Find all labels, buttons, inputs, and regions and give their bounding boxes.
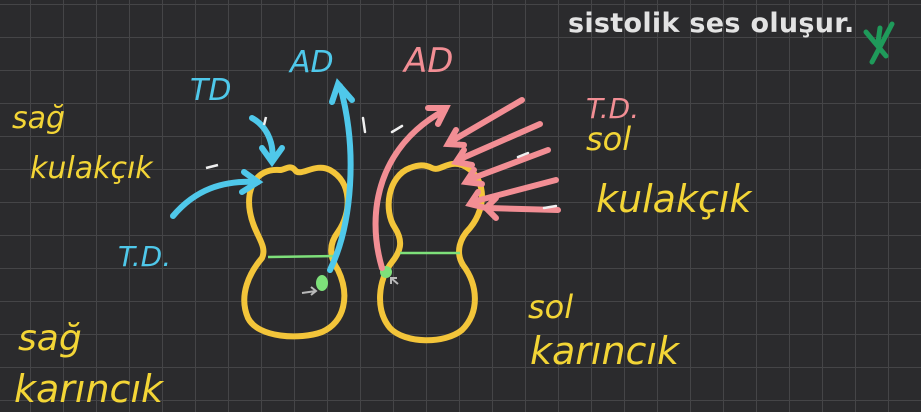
td-label-bottom: T.D. bbox=[118, 240, 171, 273]
right-ventricle-label: karıncık bbox=[14, 367, 165, 411]
td-label-left: T.D. bbox=[586, 92, 639, 125]
pulmonary-vein-arrow-2 bbox=[455, 121, 543, 163]
valve-pointer-right bbox=[301, 286, 318, 296]
right-ventricle-label: sağ bbox=[18, 318, 82, 359]
left-tick-marks bbox=[361, 116, 558, 210]
right-atrium-label: sağ bbox=[12, 101, 65, 136]
aortic-outflow-arrow bbox=[372, 107, 448, 271]
pulmonary-vein-arrow-3 bbox=[465, 147, 551, 183]
pulmonary-vein-arrow-4 bbox=[469, 177, 559, 205]
left-atrium-label: sol bbox=[586, 120, 631, 158]
systolic-sound-note: sistolik ses oluşur. bbox=[568, 8, 855, 39]
pulmonary-valve bbox=[316, 275, 328, 291]
right-av-valve bbox=[267, 254, 339, 259]
td-label-top: TD bbox=[190, 73, 231, 108]
left-atrium-label: kulakçık bbox=[596, 177, 753, 221]
left-heart-outline bbox=[377, 160, 485, 344]
left-ventricle-label: sol bbox=[528, 288, 573, 326]
ad-label-left: AD bbox=[402, 41, 453, 81]
strike-mark bbox=[863, 21, 895, 65]
inflow-arrow-lower bbox=[170, 178, 261, 219]
right-atrium-outline bbox=[241, 164, 351, 340]
right-tick-marks bbox=[205, 116, 268, 170]
right-atrium-label: kulakçık bbox=[30, 151, 154, 186]
ad-label-right: AD bbox=[288, 45, 334, 80]
pulmonary-vein-arrow-5 bbox=[485, 205, 561, 213]
right-side-flow-arrows bbox=[170, 78, 355, 273]
pulmonary-outflow-arrow bbox=[327, 83, 354, 273]
pulmonary-vein-arrow-1 bbox=[447, 97, 525, 145]
left-ventricle-label: karıncık bbox=[530, 329, 681, 373]
valve-pointer-left bbox=[390, 277, 399, 285]
left-side-flow-arrows bbox=[372, 97, 561, 271]
